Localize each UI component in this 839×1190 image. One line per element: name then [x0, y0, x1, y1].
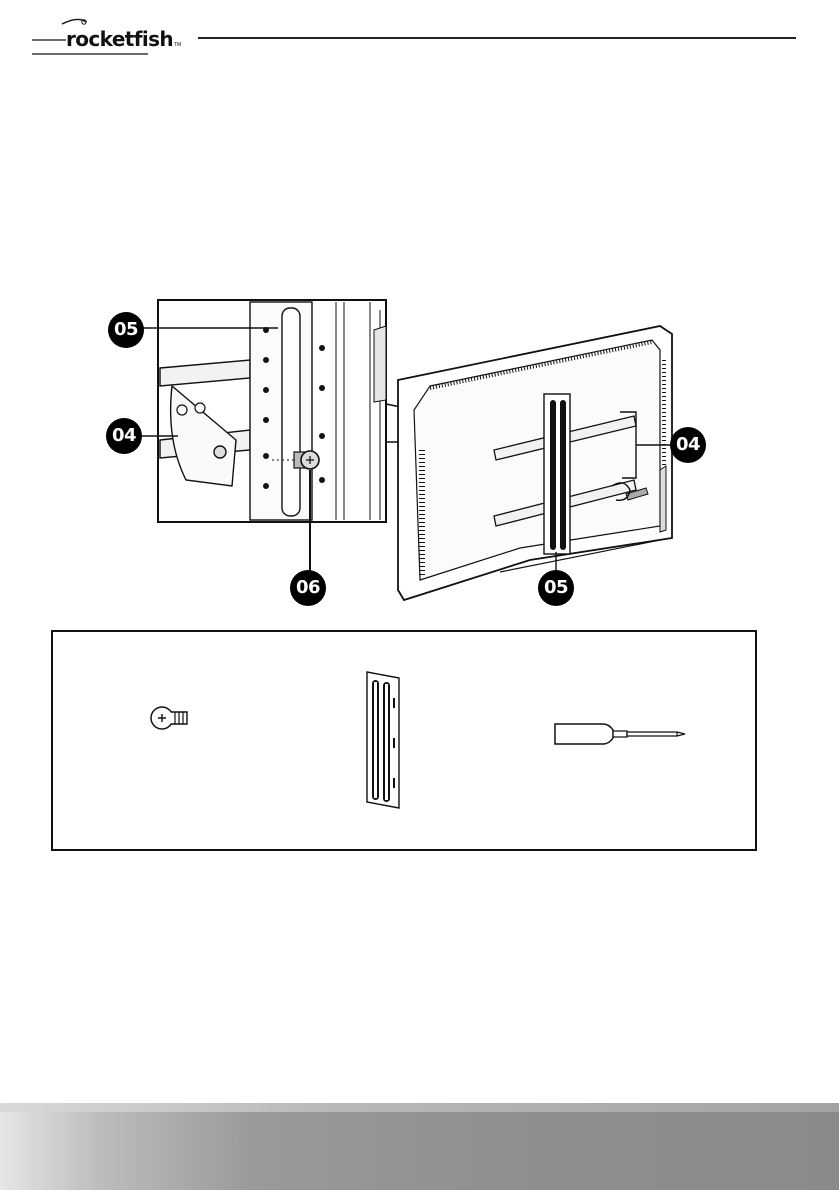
footer-band: [0, 1103, 839, 1190]
parts-box: [51, 630, 757, 851]
footer-band-top: [0, 1103, 839, 1112]
installation-figure: 05 04 06 04 05: [100, 290, 740, 610]
callout-05-detail: 05: [108, 312, 144, 348]
brand-name: rocketfish: [66, 29, 173, 49]
screwdriver-icon: [553, 720, 687, 748]
callout-06-detail: 06: [290, 570, 326, 606]
tv-back-view: [398, 326, 672, 600]
brand-trademark: TM: [174, 42, 181, 48]
detail-view: [138, 300, 386, 578]
strap-icon: [359, 668, 405, 810]
callout-04-detail: 04: [106, 418, 142, 454]
screw-icon: [149, 698, 193, 742]
callout-04-tv: 04: [670, 427, 706, 463]
callout-05-tv: 05: [538, 570, 574, 606]
installation-illustration: [100, 290, 740, 610]
header-rule: [198, 37, 796, 39]
